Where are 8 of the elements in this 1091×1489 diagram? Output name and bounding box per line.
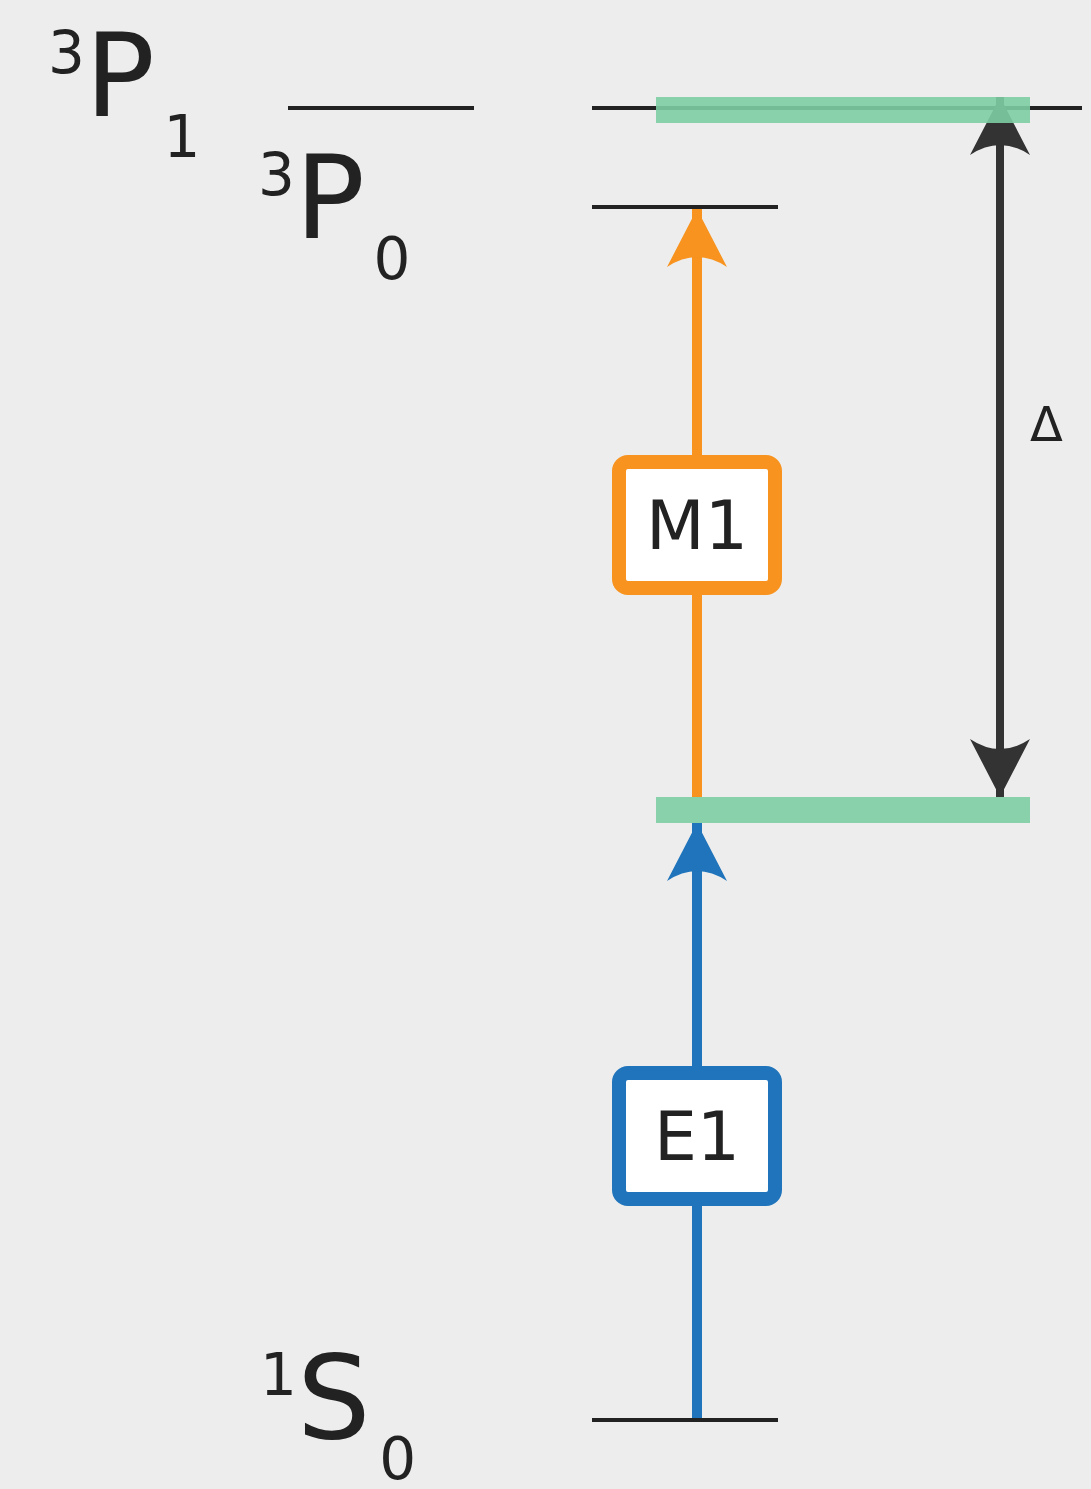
edge-label: M1 xyxy=(612,455,782,595)
edge-label: E1 xyxy=(612,1066,782,1206)
edge-label: Δ xyxy=(1030,400,1063,448)
term-symbol: $^{3}$P$_{0}$ xyxy=(258,140,411,288)
term-symbol: $^{1}$S$_{0}$ xyxy=(260,1340,417,1488)
term-symbol: $^{3}$P$_{1}$ xyxy=(48,18,201,166)
virtual-level-band xyxy=(656,97,1030,123)
virtual-level-band xyxy=(656,797,1030,823)
